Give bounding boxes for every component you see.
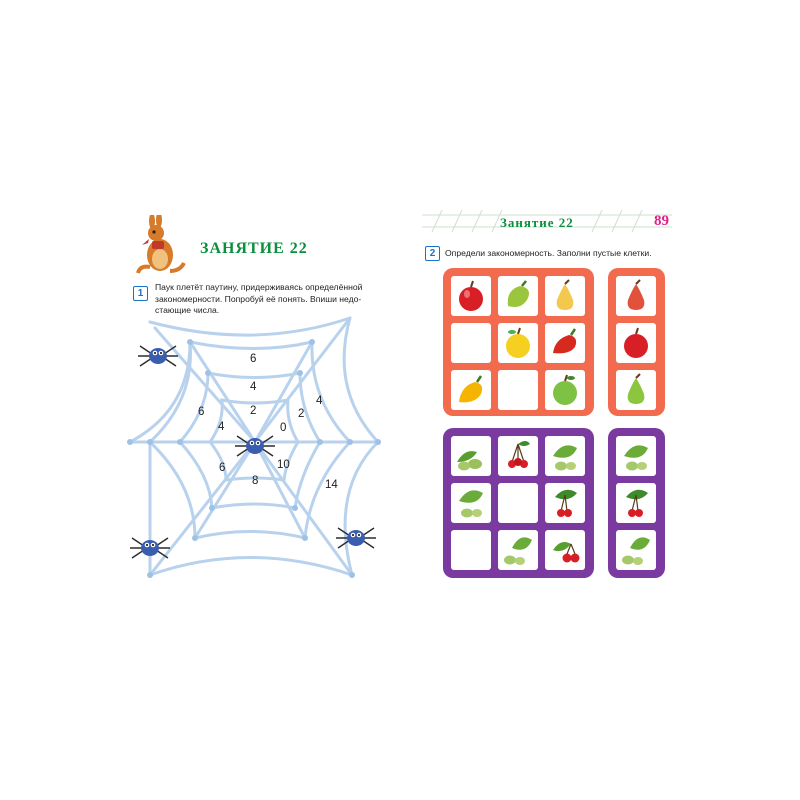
- berry-cell: [451, 483, 491, 523]
- lesson-title: ЗАНЯТИЕ 22: [200, 240, 308, 257]
- berry-cell: [545, 483, 585, 523]
- berry-answer-cell: [616, 436, 656, 476]
- green-apple-icon: [553, 374, 577, 405]
- leaf-with-gooseberry-icon: [459, 490, 483, 518]
- kangaroo-icon: [136, 215, 186, 274]
- red-pear-icon: [627, 279, 645, 310]
- fruit-cell-empty[interactable]: [451, 323, 491, 363]
- fruit-answer-cell: [616, 370, 656, 410]
- fruit-cell-empty[interactable]: [498, 370, 538, 410]
- berry-answer-cell: [616, 530, 656, 570]
- fruit-answer-cell: [616, 323, 656, 363]
- cherries-with-leaf-icon: [553, 542, 580, 563]
- leaf-with-gooseberry-icon: [624, 445, 648, 471]
- spider-icon: [336, 527, 376, 549]
- fruit-cell: [545, 276, 585, 316]
- berry-answers: [608, 428, 665, 578]
- red-apple-icon: [624, 327, 648, 358]
- fruit-cell: [451, 370, 491, 410]
- green-pear-icon: [627, 373, 645, 404]
- gooseberry-icon: [457, 451, 482, 471]
- berry-cell-empty[interactable]: [498, 483, 538, 523]
- fruit-grid: [443, 268, 594, 416]
- web-number: 10: [277, 459, 290, 471]
- berry-cell: [545, 436, 585, 476]
- web-number: 4: [250, 381, 257, 393]
- page-number: 89: [654, 213, 669, 229]
- task1-line: Паук плетёт паутину, придерживаясь опред…: [155, 282, 363, 292]
- leaf-with-cherries-icon: [555, 489, 577, 517]
- spider-icon: [138, 345, 178, 367]
- spider-web: 6 4 2 6 4 0 2 4 6 10 8 14: [127, 316, 381, 578]
- yellow-pear-icon: [556, 279, 574, 310]
- red-pepper-icon: [553, 328, 577, 354]
- yellow-pepper-icon: [459, 375, 483, 403]
- berry-cell: [498, 530, 538, 570]
- leaf-with-gooseberry-icon: [553, 445, 577, 471]
- berry-cell: [498, 436, 538, 476]
- spider-icon: [130, 537, 170, 559]
- fruit-cell: [498, 323, 538, 363]
- yellow-apple-icon: [506, 327, 530, 358]
- fruit-cell: [498, 276, 538, 316]
- fruit-cell: [451, 276, 491, 316]
- fruit-answer-cell: [616, 276, 656, 316]
- spider-icon: [235, 435, 275, 457]
- leaf-with-cherries-icon: [626, 489, 648, 517]
- cherries-icon: [508, 441, 530, 468]
- task-number-2: 2: [425, 246, 440, 261]
- task1-line: стающие числа.: [155, 305, 220, 315]
- green-pepper-icon: [507, 280, 529, 307]
- header-lines: [422, 210, 672, 232]
- task1-line: закономерности. Попробуй её понять. Впиш…: [155, 293, 362, 304]
- fruit-cell: [545, 323, 585, 363]
- header-title: Занятие 22: [500, 215, 574, 230]
- berry-cell-empty[interactable]: [451, 530, 491, 570]
- fruit-cell: [545, 370, 585, 410]
- leaf-with-gooseberry-icon: [504, 537, 532, 565]
- berry-cell: [545, 530, 585, 570]
- web-number: 6: [219, 462, 225, 474]
- web-number: 8: [252, 475, 258, 487]
- berry-cell: [451, 436, 491, 476]
- task1-text: Паук плетёт паутину, придерживаясь опред…: [155, 282, 395, 317]
- task-number-1: 1: [133, 286, 148, 301]
- web-number: 2: [250, 405, 256, 417]
- leaf-with-gooseberry-icon: [622, 537, 650, 565]
- fruit-answers: [608, 268, 665, 416]
- web-number: 4: [218, 421, 225, 433]
- left-page: ЗАНЯТИЕ 22 1 Паук плетёт паутину, придер…: [127, 215, 395, 578]
- berry-answer-cell: [616, 483, 656, 523]
- right-page: Занятие 22 89 2 Определи закономерность.…: [400, 0, 800, 800]
- web-number: 4: [316, 395, 323, 407]
- web-number: 14: [325, 479, 338, 491]
- web-number: 6: [250, 353, 256, 365]
- web-number: 0: [280, 422, 286, 434]
- web-number: 6: [198, 406, 204, 418]
- task2-text: Определи закономерность. Заполни пустые …: [445, 248, 652, 258]
- red-apple-icon: [459, 280, 483, 311]
- berry-grid: [443, 428, 594, 578]
- web-number: 2: [298, 408, 304, 420]
